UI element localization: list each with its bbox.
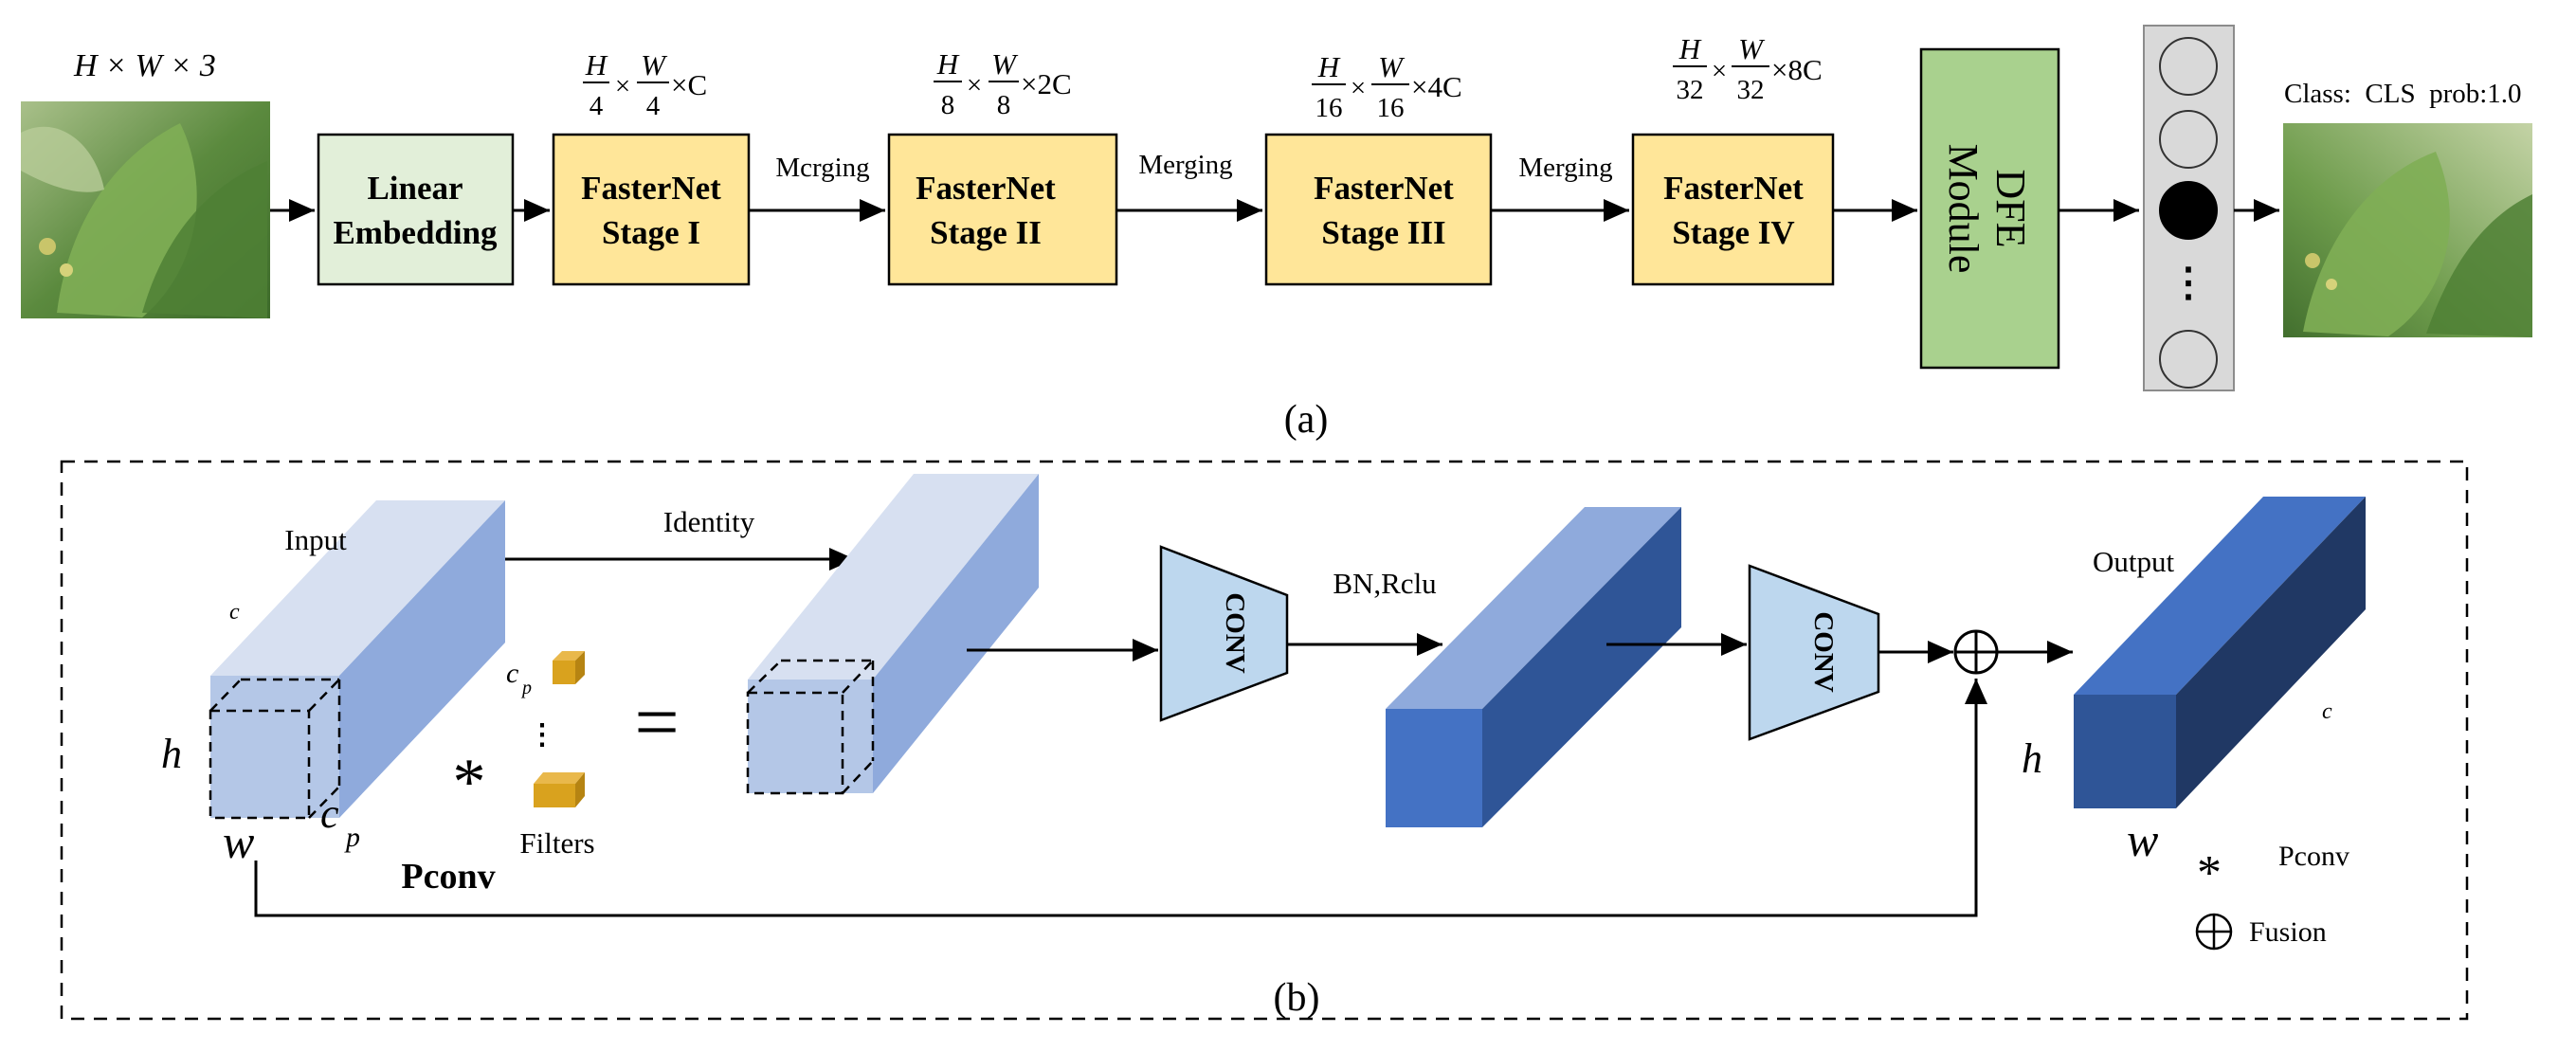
vector-ellipsis: ⋮ xyxy=(2168,262,2208,305)
stage-4-line1: FasterNet xyxy=(1663,170,1804,207)
svg-text:×4C: ×4C xyxy=(1411,70,1462,103)
svg-text:p: p xyxy=(344,822,360,853)
conv-label-2: CONV xyxy=(1808,611,1839,692)
svg-text:32: 32 xyxy=(1677,75,1704,105)
conv-label-1: CONV xyxy=(1220,592,1250,673)
input-label: Input xyxy=(284,523,347,556)
legend-pconv-icon: * xyxy=(2197,846,2222,900)
output-c-label: c xyxy=(2322,699,2332,724)
svg-text:4: 4 xyxy=(646,91,661,121)
svg-text:32: 32 xyxy=(1737,75,1765,105)
filter-cp-sub: p xyxy=(520,678,532,698)
linear-embedding-line1: Linear xyxy=(367,170,463,207)
pconv-output-tensor xyxy=(748,474,1039,793)
svg-text:8: 8 xyxy=(997,90,1011,120)
filters-ellipsis: ⋮ xyxy=(528,719,556,751)
legend-fusion-label: Fusion xyxy=(2249,916,2327,948)
caption-b: (b) xyxy=(1274,976,1320,1020)
input-image xyxy=(21,101,270,318)
linear-embedding-box xyxy=(317,133,515,286)
svg-text:×2C: ×2C xyxy=(1021,67,1072,100)
svg-text:W: W xyxy=(1738,32,1766,65)
stage-2-box xyxy=(887,133,1118,286)
identity-label: Identity xyxy=(663,505,755,538)
output-w-label: w xyxy=(2127,813,2158,866)
svg-text:H: H xyxy=(936,47,960,81)
output-h-label: h xyxy=(2022,735,2042,782)
skip-connection xyxy=(254,679,1987,917)
conv-block-2 xyxy=(1748,564,1880,741)
svg-text:×: × xyxy=(967,70,982,100)
svg-text:H: H xyxy=(1678,32,1702,65)
svg-text:16: 16 xyxy=(1315,93,1343,123)
vector-node-active xyxy=(2159,181,2218,240)
legend-fusion-icon xyxy=(2195,913,2233,951)
stage-2-line2: Stage II xyxy=(930,214,1042,251)
svg-text:W: W xyxy=(641,48,668,82)
stage-3-line2: Stage III xyxy=(1321,214,1445,251)
legend-pconv-label: Pconv xyxy=(2278,841,2349,872)
bn-relu-tensor xyxy=(1386,507,1681,827)
svg-text:×: × xyxy=(1351,73,1366,103)
filter-cp-label: c xyxy=(506,658,518,689)
svg-text:c: c xyxy=(320,790,339,837)
merging-label-2: Merging xyxy=(1138,150,1232,180)
svg-text:W: W xyxy=(1378,50,1406,83)
vector-node xyxy=(2159,330,2218,389)
pconv-operator-icon: * xyxy=(453,746,486,819)
fusion-node-icon xyxy=(1953,629,1999,675)
svg-text:16: 16 xyxy=(1377,93,1405,123)
output-label: Output xyxy=(2093,545,2175,578)
svg-text:×C: ×C xyxy=(671,68,707,101)
dfe-line1: DFE xyxy=(1987,169,2034,247)
input-dim-label: H × W × 3 xyxy=(73,48,216,83)
linear-embedding-line2: Embedding xyxy=(333,214,498,251)
stage-2-dim: H 8 × W 8 ×2C xyxy=(934,47,1072,120)
svg-text:×: × xyxy=(615,71,630,101)
vector-node xyxy=(2159,110,2218,169)
input-cp-label: c p xyxy=(320,790,360,853)
partial-channel-block xyxy=(209,678,341,820)
stage-3-dim: H 16 × W 16 ×4C xyxy=(1312,50,1462,123)
svg-text:8: 8 xyxy=(941,90,955,120)
input-c-label: c xyxy=(229,600,240,625)
svg-text:H: H xyxy=(585,48,608,82)
part-b-frame xyxy=(60,460,2469,1021)
stage-4-dim: H 32 × W 32 ×8C xyxy=(1673,32,1823,105)
merging-label-3: Merging xyxy=(1518,153,1612,183)
svg-text:×8C: ×8C xyxy=(1771,53,1823,86)
partial-channel-block xyxy=(746,659,875,795)
stage-1-box xyxy=(552,133,751,286)
stage-2-line1: FasterNet xyxy=(916,170,1056,207)
svg-text:W: W xyxy=(991,47,1019,81)
filter-cube-icon xyxy=(534,772,585,807)
class-prediction-label: Class: CLS prob:1.0 xyxy=(2284,79,2522,109)
svg-text:4: 4 xyxy=(590,91,604,121)
pconv-label: Pconv xyxy=(401,857,495,897)
output-tensor xyxy=(2074,497,2366,808)
stage-3-box xyxy=(1264,133,1493,286)
conv-block-1 xyxy=(1159,545,1289,722)
stage-1-dim: H 4 × W 4 ×C xyxy=(583,48,707,121)
stage-1-line1: FasterNet xyxy=(581,170,721,207)
filter-cube-icon xyxy=(553,651,585,684)
stage-4-box xyxy=(1631,133,1835,286)
stage-1-line2: Stage I xyxy=(602,214,700,251)
vector-node xyxy=(2159,37,2218,96)
output-image xyxy=(2283,123,2532,337)
merging-label-1: Mcrging xyxy=(775,153,869,183)
svg-text:H: H xyxy=(1317,50,1341,83)
dfe-module-box xyxy=(1919,47,2060,370)
filters-label: Filters xyxy=(519,826,594,860)
stage-3-line1: FasterNet xyxy=(1314,170,1454,207)
svg-text:×: × xyxy=(1712,56,1727,86)
caption-a: (a) xyxy=(1284,398,1329,442)
equals-sign: = xyxy=(634,679,679,767)
dfe-line2: Module xyxy=(1940,144,1986,274)
input-w-label: w xyxy=(223,815,254,868)
stage-4-line2: Stage IV xyxy=(1672,214,1794,251)
bn-relu-label: BN,Rclu xyxy=(1333,567,1436,600)
input-h-label: h xyxy=(161,731,182,777)
